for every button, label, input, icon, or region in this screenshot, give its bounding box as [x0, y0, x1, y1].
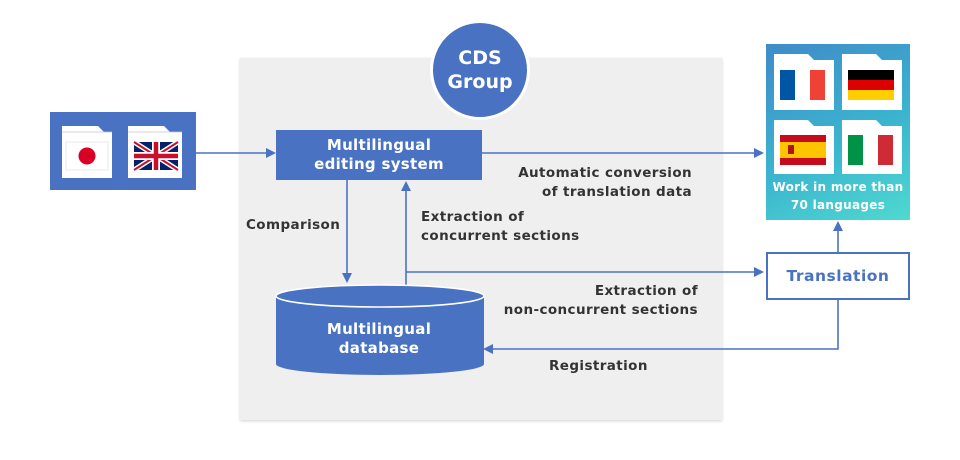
target-languages: [766, 44, 910, 220]
extraction-nonconcurrent-label: Extraction of non-concurrent sections: [500, 282, 698, 320]
database-line2: database: [338, 339, 420, 357]
editing-system-box: Multilingual editing system: [276, 130, 482, 180]
uk-document-icon: [128, 126, 182, 178]
germany-document-icon: [842, 54, 902, 110]
italy-document-icon: [842, 120, 902, 174]
group-line2: Group: [447, 71, 513, 93]
france-flag-icon: [780, 70, 825, 100]
cds-group-badge: CDS Group: [430, 20, 530, 120]
germany-flag-icon: [848, 70, 894, 100]
japan-document-icon: [62, 126, 112, 178]
editing-system-line2: editing system: [314, 155, 444, 173]
editing-system-line1: Multilingual: [326, 136, 432, 154]
france-document-icon: [774, 54, 834, 110]
translation-label: Translation: [786, 267, 890, 285]
registration-label: Registration: [549, 358, 648, 374]
source-document-icons: [62, 126, 182, 178]
spain-document-icon: [774, 120, 834, 174]
comparison-label: Comparison: [246, 217, 341, 233]
translation-box: Translation: [766, 252, 910, 300]
extraction-nonconcurrent-line1: Extraction of: [594, 283, 698, 299]
japan-flag-icon: [65, 141, 109, 171]
arrow-registration: [483, 300, 839, 354]
extraction-nonconcurrent-line2: non-concurrent sections: [503, 302, 698, 318]
target-caption: Work in more than 70 languages: [766, 178, 910, 214]
target-caption-line1: Work in more than: [772, 180, 904, 194]
target-caption-line2: 70 languages: [790, 198, 886, 212]
auto-conversion-label: Automatic conversion of translation data: [496, 164, 692, 202]
source-documents: [50, 112, 196, 190]
italy-flag-icon: [848, 135, 893, 165]
database-label: Multilingual database: [276, 320, 482, 358]
database-cylinder: [275, 284, 485, 375]
extraction-concurrent-line2: concurrent sections: [421, 228, 580, 244]
uk-flag-icon: [132, 139, 180, 173]
extraction-concurrent-label: Extraction of concurrent sections: [421, 208, 580, 246]
extraction-concurrent-line1: Extraction of: [421, 209, 525, 225]
auto-conversion-line2: of translation data: [541, 184, 692, 200]
spain-flag-icon: [780, 135, 826, 165]
group-line1: CDS: [458, 47, 502, 69]
database-line1: Multilingual: [326, 320, 432, 338]
target-document-icons: [774, 54, 902, 174]
auto-conversion-line1: Automatic conversion: [518, 165, 692, 181]
